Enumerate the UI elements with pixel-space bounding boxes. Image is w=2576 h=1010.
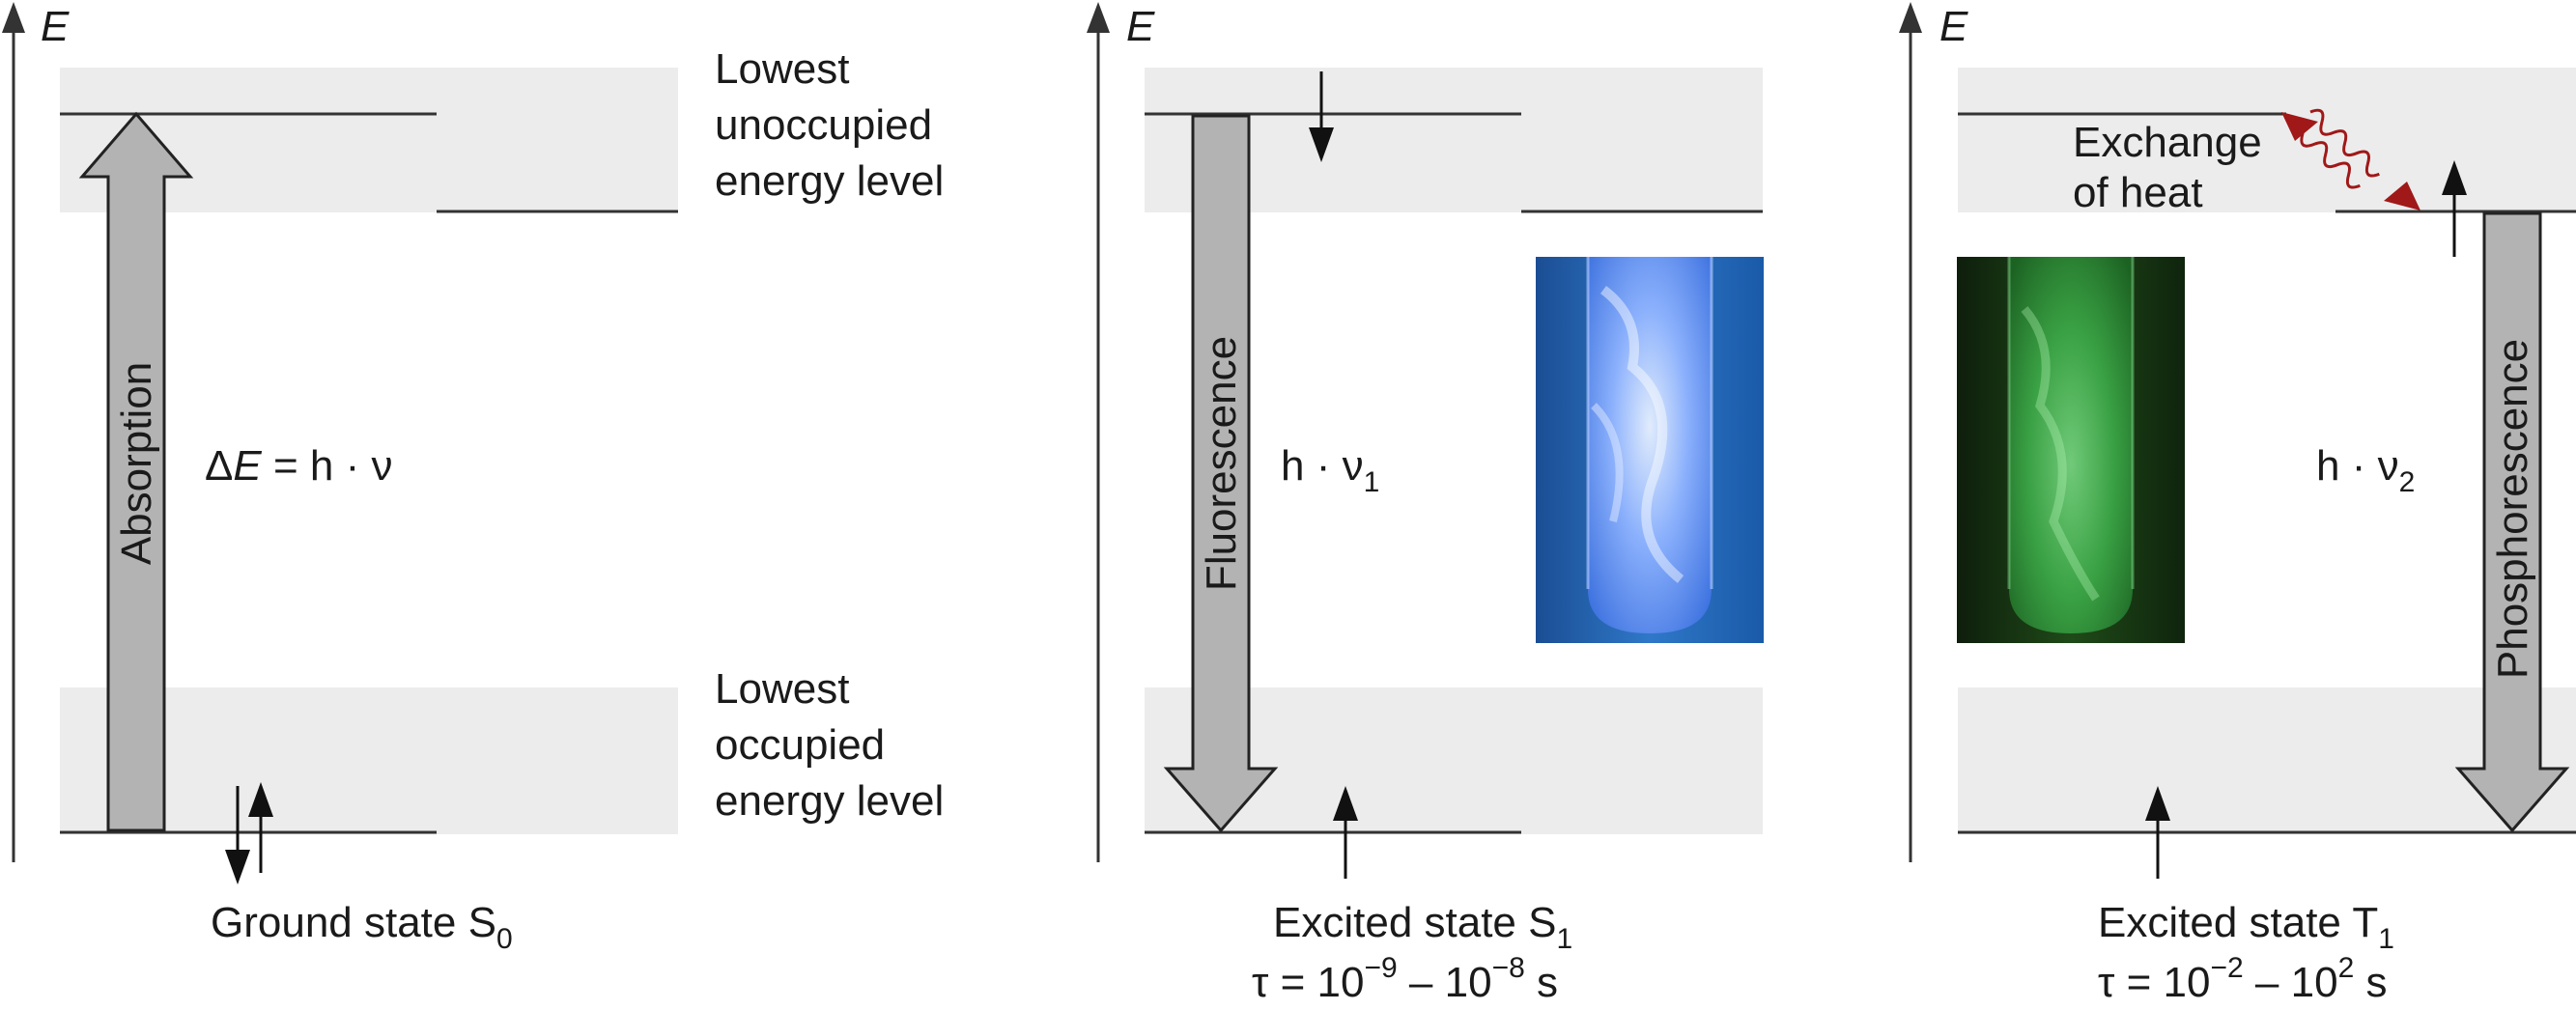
ground-spin-arrows (225, 782, 273, 884)
svg-text:Lowest: Lowest (715, 45, 849, 93)
lumo-level-label: Lowest unoccupied energy level (715, 45, 944, 205)
energy-axis: E (1087, 2, 1155, 862)
absorption-energy-formula: ΔE = h · ν (205, 442, 392, 490)
phosphorescence-label: Phosphorescence (2489, 339, 2536, 679)
homo-band (1958, 687, 2576, 834)
lumo-band (1958, 68, 2576, 212)
fluorescence-label: Fluorescence (1198, 336, 1245, 591)
heat-label: Exchange of heat (2073, 119, 2262, 216)
svg-text:energy level: energy level (715, 777, 944, 825)
ground-state-label: Ground state S0 (211, 899, 513, 955)
svg-text:occupied: occupied (715, 721, 885, 769)
ground-panel: E Absorption ΔE = h · ν Ground state S0 … (2, 2, 944, 955)
s1-spin-arrows (1309, 71, 1358, 879)
phosphorescence-energy: h · ν2 (2316, 442, 2415, 498)
s1-lifetime: τ = 10−9 – 10−8 s (1252, 952, 1558, 1006)
energy-axis: E (1899, 2, 1968, 862)
phosphorescence-panel: E Exchange of heat Phosphorescence (1899, 2, 2576, 1006)
axis-label-e: E (1126, 3, 1155, 50)
heat-exchange-arrow (2281, 108, 2420, 210)
t1-lifetime: τ = 10−2 – 102 s (2098, 952, 2387, 1006)
phosphorescence-photo (1957, 257, 2185, 643)
t1-state-label: Excited state T1 (2098, 899, 2394, 955)
axis-label-e: E (1939, 3, 1968, 50)
svg-text:Lowest: Lowest (715, 665, 849, 713)
absorption-label: Absorption (113, 362, 160, 565)
s1-state-label: Excited state S1 (1273, 899, 1572, 955)
fluorescence-energy: h · ν1 (1281, 442, 1379, 498)
absorption-arrow: Absorption (78, 111, 194, 832)
fluorescence-panel: E Fluorescence h · ν1 Excited state S1 (1087, 2, 1764, 1006)
svg-text:Exchange: Exchange (2073, 119, 2262, 166)
homo-level-label: Lowest occupied energy level (715, 665, 944, 825)
svg-text:energy level: energy level (715, 157, 944, 205)
axis-label-e: E (41, 3, 70, 50)
energy-axis: E (2, 2, 70, 862)
svg-text:of heat: of heat (2073, 169, 2203, 216)
fluorescence-arrow: Fluorescence (1163, 114, 1279, 833)
t1-spin-arrows (2145, 160, 2467, 879)
fluorescence-photo (1536, 257, 1764, 643)
phosphorescence-arrow: Phosphorescence (2454, 211, 2570, 833)
svg-text:unoccupied: unoccupied (715, 101, 932, 149)
